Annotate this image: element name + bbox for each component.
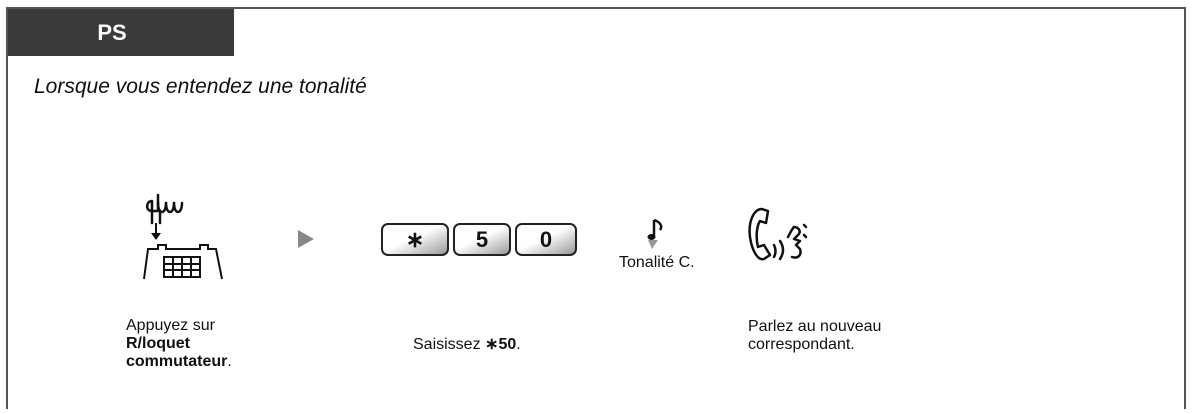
dial-suffix: . <box>516 336 521 353</box>
step-dial-caption: Saisissez ∗50. <box>413 336 521 354</box>
flash-bold1: R/loquet <box>126 335 190 352</box>
flash-line1: Appuyez sur <box>126 317 215 334</box>
page-subtitle: Lorsque vous entendez une tonalité <box>34 75 367 98</box>
dial-code: ∗50 <box>485 336 517 353</box>
step-flash-caption: Appuyez sur R/loquet commutateur. <box>126 317 232 371</box>
flash-suffix: . <box>227 353 232 370</box>
hand-press-hookswitch-icon <box>143 193 223 280</box>
key-star: ∗ <box>381 223 449 256</box>
step-frame <box>6 7 1186 409</box>
next-arrow-icon <box>298 230 314 248</box>
handset-talk-icon <box>748 207 808 261</box>
flash-bold2: commutateur <box>126 353 228 370</box>
tab-label: PS <box>97 19 127 45</box>
ps-tab: PS <box>8 9 234 56</box>
dial-prefix: Saisissez <box>413 336 486 353</box>
key-5: 5 <box>453 223 511 256</box>
tone-label: Tonalité C. <box>619 254 695 271</box>
key-0: 0 <box>515 223 577 256</box>
step-talk-caption: Parlez au nouveau correspondant. <box>748 318 881 354</box>
music-note-icon <box>647 218 663 249</box>
talk-line1: Parlez au nouveau <box>748 318 882 335</box>
talk-line2: correspondant. <box>748 336 855 353</box>
